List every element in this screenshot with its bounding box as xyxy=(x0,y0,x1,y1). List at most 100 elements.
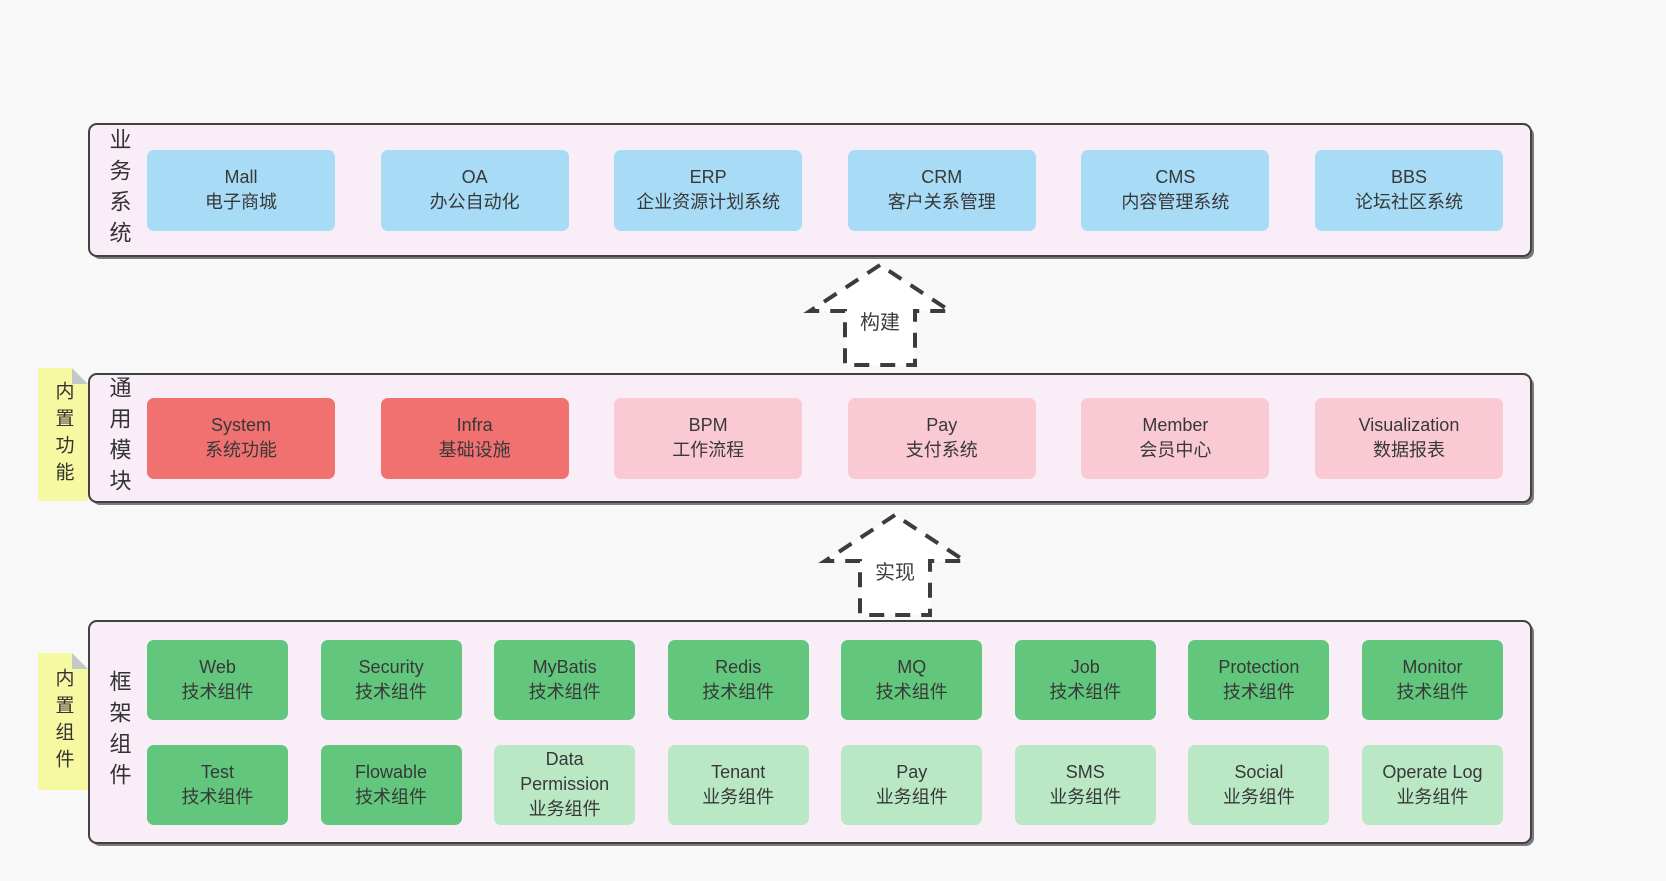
box-redis: Redis 技术组件 xyxy=(667,639,809,720)
box-name: CMS xyxy=(1155,167,1196,188)
box-desc: 客户关系管理 xyxy=(887,192,996,212)
box-tenant: Tenant 业务组件 xyxy=(667,744,809,825)
box-desc: 技术组件 xyxy=(355,786,428,807)
box-operate-log: Operate Log 业务组件 xyxy=(1361,744,1503,825)
box-name: System xyxy=(210,415,271,436)
layer-framework-components-content: Web 技术组件 Security 技术组件 MyBatis 技术组件 Redi… xyxy=(147,622,1530,842)
layer-common-modules-content: System 系统功能 Infra 基础设施 BPM 工作流程 Pay 支付系统… xyxy=(147,375,1530,501)
box-desc: 业务组件 xyxy=(1049,786,1122,807)
build-arrow-icon: 构建 xyxy=(803,262,957,367)
box-desc: 系统功能 xyxy=(205,440,277,460)
box-erp: ERP 企业资源计划系统 xyxy=(614,149,803,231)
implement-arrow-label: 实现 xyxy=(875,561,915,584)
box-name: MyBatis xyxy=(532,656,597,677)
sticky-built-in-components-label: 内置组件 xyxy=(52,667,74,776)
box-oa: OA 办公自动化 xyxy=(380,149,569,231)
box-name: Operate Log xyxy=(1382,761,1483,782)
box-mq: MQ 技术组件 xyxy=(841,639,983,720)
box-mybatis: MyBatis 技术组件 xyxy=(494,639,636,720)
box-desc: 技术组件 xyxy=(181,786,254,807)
box-name: Mall xyxy=(224,167,258,188)
box-name: Flowable xyxy=(355,761,428,782)
box-desc: 业务组件 xyxy=(1396,786,1469,807)
box-pay-component: Pay 业务组件 xyxy=(841,744,983,825)
box-member: Member 会员中心 xyxy=(1081,397,1270,479)
framework-row-2: Test 技术组件 Flowable 技术组件 Data Permission … xyxy=(147,744,1503,825)
box-name: Security xyxy=(358,656,424,677)
box-bbs: BBS 论坛社区系统 xyxy=(1314,149,1503,231)
layer-business-systems-content: Mall 电子商城 OA 办公自动化 ERP 企业资源计划系统 CRM 客户关系… xyxy=(147,125,1530,255)
box-desc: 技术组件 xyxy=(1396,681,1469,702)
framework-row-1: Web 技术组件 Security 技术组件 MyBatis 技术组件 Redi… xyxy=(147,639,1503,720)
layer-framework-components: 框架组件 Web 技术组件 Security 技术组件 MyBatis 技术组件… xyxy=(88,620,1532,844)
modules-row: System 系统功能 Infra 基础设施 BPM 工作流程 Pay 支付系统… xyxy=(147,397,1503,479)
box-name: Monitor xyxy=(1402,656,1463,677)
box-name: Pay xyxy=(896,761,928,782)
business-row: Mall 电子商城 OA 办公自动化 ERP 企业资源计划系统 CRM 客户关系… xyxy=(147,149,1503,231)
box-desc: 企业资源计划系统 xyxy=(636,192,781,212)
box-name: Job xyxy=(1070,656,1100,677)
box-desc: 技术组件 xyxy=(528,681,601,702)
box-desc: 工作流程 xyxy=(672,440,745,460)
box-desc: 技术组件 xyxy=(1222,681,1295,702)
folded-corner-icon xyxy=(72,653,88,669)
box-desc: 技术组件 xyxy=(875,681,948,702)
sticky-built-in-features-label: 内置功能 xyxy=(52,380,74,489)
folded-corner-icon xyxy=(72,368,88,384)
layer-business-systems: 业务系统 Mall 电子商城 OA 办公自动化 ERP 企业资源计划系统 CRM… xyxy=(88,123,1532,257)
box-name: ERP xyxy=(689,167,727,188)
box-name: Infra xyxy=(456,415,493,436)
box-desc: 会员中心 xyxy=(1139,440,1212,460)
box-name: BPM xyxy=(688,415,728,436)
box-name: Test xyxy=(200,761,234,782)
box-monitor: Monitor 技术组件 xyxy=(1361,639,1503,720)
box-desc: 电子商城 xyxy=(205,192,277,212)
box-desc: 论坛社区系统 xyxy=(1354,192,1463,212)
box-desc: 支付系统 xyxy=(905,440,978,460)
box-infra: Infra 基础设施 xyxy=(380,397,569,479)
layer-framework-components-label: 框架组件 xyxy=(106,670,132,794)
arrow-up-shape xyxy=(818,512,972,617)
box-test: Test 技术组件 xyxy=(147,744,288,825)
layer-business-systems-label: 业务系统 xyxy=(106,128,132,252)
box-desc: 基础设施 xyxy=(438,440,511,460)
box-name: Web xyxy=(199,656,236,677)
layer-common-modules-label: 通用模块 xyxy=(106,376,132,500)
box-system: System 系统功能 xyxy=(147,397,335,479)
box-desc: 内容管理系统 xyxy=(1121,192,1230,212)
box-security: Security 技术组件 xyxy=(320,639,462,720)
arrow-up-shape xyxy=(803,262,957,367)
box-name: Member xyxy=(1142,415,1209,436)
sticky-built-in-features: 内置功能 xyxy=(38,368,88,501)
box-job: Job 技术组件 xyxy=(1014,639,1156,720)
box-data-permission: Data Permission 业务组件 xyxy=(494,744,636,825)
box-desc: 业务组件 xyxy=(875,786,948,807)
box-name: Tenant xyxy=(711,761,766,782)
box-name: MQ xyxy=(897,656,927,677)
box-name: Pay xyxy=(926,415,958,436)
box-mall: Mall 电子商城 xyxy=(147,149,335,231)
box-sms: SMS 业务组件 xyxy=(1014,744,1156,825)
box-flowable: Flowable 技术组件 xyxy=(320,744,462,825)
box-desc: 技术组件 xyxy=(1049,681,1122,702)
box-name: OA xyxy=(461,167,488,188)
box-name: Protection xyxy=(1218,656,1300,677)
box-name: Redis xyxy=(715,656,762,677)
box-social: Social 业务组件 xyxy=(1188,744,1330,825)
box-desc: 技术组件 xyxy=(355,681,428,702)
box-desc: 技术组件 xyxy=(702,681,775,702)
sticky-built-in-components: 内置组件 xyxy=(38,653,88,790)
box-bpm: BPM 工作流程 xyxy=(614,397,803,479)
box-name: Data Permission xyxy=(520,749,610,795)
box-name: Visualization xyxy=(1358,415,1460,436)
box-protection: Protection 技术组件 xyxy=(1188,639,1330,720)
box-pay-module: Pay 支付系统 xyxy=(847,397,1036,479)
layer-common-modules: 通用模块 System 系统功能 Infra 基础设施 BPM 工作流程 Pay… xyxy=(88,373,1532,503)
box-name: SMS xyxy=(1065,761,1105,782)
implement-arrow-icon: 实现 xyxy=(818,512,972,617)
box-name: CRM xyxy=(921,167,963,188)
box-visualization: Visualization 数据报表 xyxy=(1314,397,1503,479)
box-desc: 业务组件 xyxy=(702,786,775,807)
box-name: Social xyxy=(1234,761,1284,782)
